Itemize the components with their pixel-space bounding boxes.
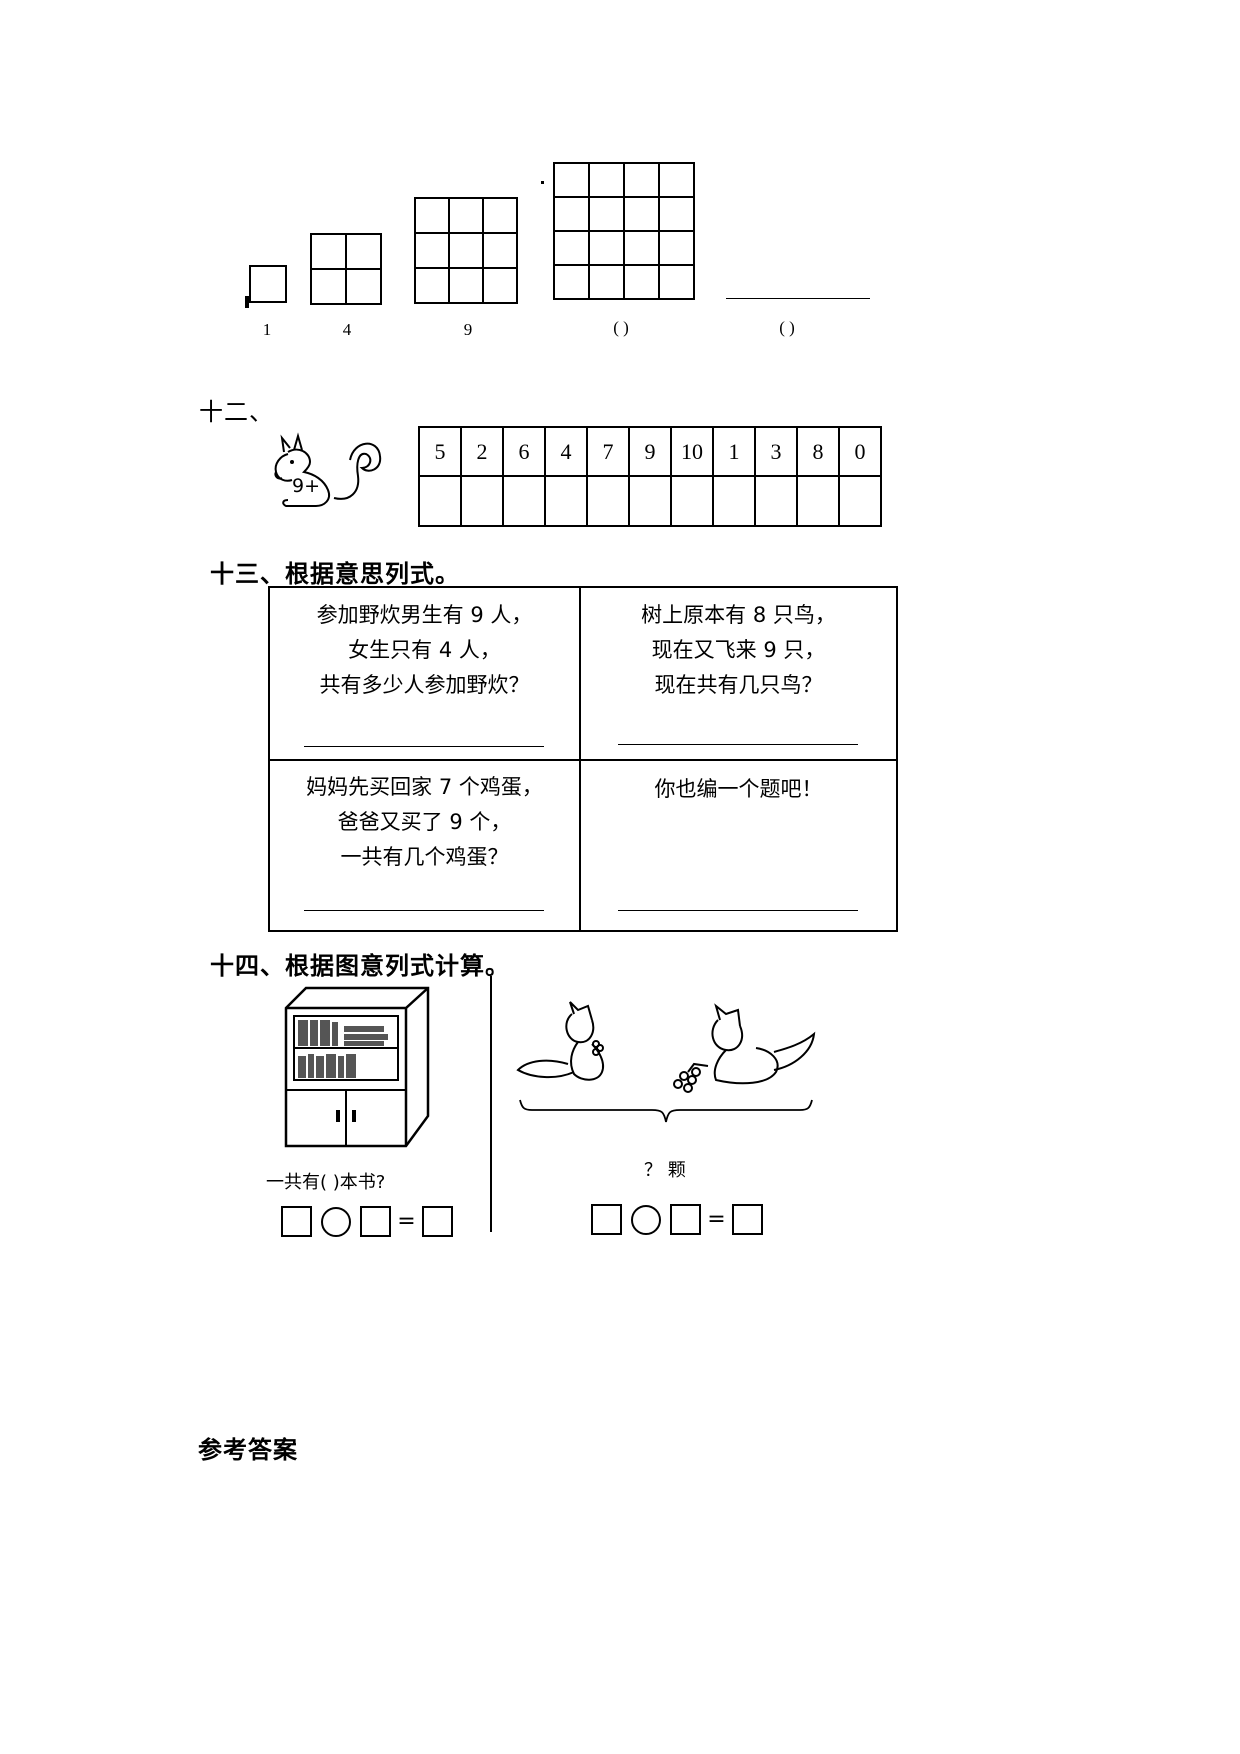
squirrel-label: 9+ bbox=[292, 475, 320, 497]
answer-line-4[interactable] bbox=[618, 910, 858, 911]
problem-2-line-3: 现在共有几只鸟？ bbox=[654, 673, 823, 697]
pattern-label-1: 1 bbox=[262, 320, 272, 339]
equation-box[interactable] bbox=[591, 1204, 622, 1235]
answer-line-1[interactable] bbox=[304, 746, 544, 747]
equation-right: = bbox=[591, 1204, 763, 1235]
section-12-title: 十二、 bbox=[199, 398, 274, 426]
answer-cell[interactable] bbox=[418, 475, 462, 527]
problem-cell-2: 树上原本有 8 只鸟， 现在又飞来 9 只， 现在共有几只鸟？ bbox=[581, 598, 896, 703]
section-14-title: 十四、根据图意列式计算。 bbox=[210, 952, 510, 980]
grapes-question: ？ 颗 bbox=[644, 1160, 686, 1181]
bookshelf-icon bbox=[284, 986, 430, 1148]
answers-title: 参考答案 bbox=[198, 1436, 298, 1464]
answer-cell[interactable] bbox=[670, 475, 714, 527]
operator-circle[interactable] bbox=[321, 1206, 352, 1237]
number-cell: 9 bbox=[628, 426, 672, 477]
answer-cell[interactable] bbox=[586, 475, 630, 527]
number-cell: 5 bbox=[418, 426, 462, 477]
problem-1-line-2: 女生只有 4 人， bbox=[348, 638, 501, 662]
problem-4-line-1: 你也编一个题吧！ bbox=[654, 777, 823, 801]
stray-dot bbox=[541, 181, 544, 184]
section-13-title: 十三、根据意思列式。 bbox=[210, 560, 460, 588]
problem-3-line-1: 妈妈先买回家 7 个鸡蛋， bbox=[306, 775, 543, 799]
number-cell: 0 bbox=[838, 426, 882, 477]
answer-cell[interactable] bbox=[754, 475, 798, 527]
number-cell: 7 bbox=[586, 426, 630, 477]
operator-circle[interactable] bbox=[631, 1204, 662, 1235]
equation-left: = bbox=[281, 1206, 453, 1237]
foxes-with-grapes-icon bbox=[516, 1001, 816, 1123]
problem-cell-4: 你也编一个题吧！ bbox=[581, 772, 896, 807]
word-problem-box: 参加野炊男生有 9 人， 女生只有 4 人， 共有多少人参加野炊？ 树上原本有 … bbox=[268, 586, 898, 932]
problem-1-line-3: 共有多少人参加野炊？ bbox=[319, 673, 530, 697]
equation-box[interactable] bbox=[670, 1204, 702, 1235]
answer-line-2[interactable] bbox=[618, 744, 858, 745]
answer-line-3[interactable] bbox=[304, 910, 544, 911]
bookshelf-question: 一共有( )本书? bbox=[266, 1172, 386, 1193]
answer-cell[interactable] bbox=[712, 475, 756, 527]
answer-cell[interactable] bbox=[796, 475, 840, 527]
answer-cell[interactable] bbox=[502, 475, 546, 527]
equation-box[interactable] bbox=[360, 1206, 392, 1237]
problem-2-line-2: 现在又飞来 9 只， bbox=[651, 638, 826, 662]
number-cell: 6 bbox=[502, 426, 546, 477]
number-cell: 3 bbox=[754, 426, 798, 477]
answer-cell[interactable] bbox=[838, 475, 882, 527]
number-cell: 10 bbox=[670, 426, 714, 477]
pattern-label-5[interactable]: ( ) bbox=[779, 318, 795, 337]
problem-3-line-2: 爸爸又买了 9 个， bbox=[337, 810, 512, 834]
equation-box[interactable] bbox=[281, 1206, 312, 1237]
equation-box[interactable] bbox=[421, 1206, 453, 1237]
answer-cell[interactable] bbox=[544, 475, 588, 527]
number-cell: 4 bbox=[544, 426, 588, 477]
pattern-figure-16 bbox=[553, 162, 695, 300]
problem-3-line-3: 一共有几个鸡蛋？ bbox=[340, 845, 509, 869]
problem-cell-3: 妈妈先买回家 7 个鸡蛋， 爸爸又买了 9 个， 一共有几个鸡蛋？ bbox=[270, 770, 579, 875]
problem-1-line-1: 参加野炊男生有 9 人， bbox=[316, 603, 533, 627]
number-cell: 1 bbox=[712, 426, 756, 477]
pattern-label-2: 4 bbox=[342, 320, 352, 339]
answer-cell[interactable] bbox=[628, 475, 672, 527]
number-cell: 2 bbox=[460, 426, 504, 477]
equals-sign: = bbox=[397, 1209, 416, 1234]
vertical-divider bbox=[490, 976, 492, 1232]
problem-cell-1: 参加野炊男生有 9 人， 女生只有 4 人， 共有多少人参加野炊？ bbox=[270, 598, 579, 703]
number-cell: 8 bbox=[796, 426, 840, 477]
pattern-label-4[interactable]: ( ) bbox=[613, 318, 629, 337]
pattern-blank-line bbox=[726, 298, 870, 299]
pattern-figure-4 bbox=[310, 233, 382, 305]
number-table: 5 2 6 4 7 9 10 1 3 8 0 bbox=[418, 426, 882, 527]
answer-cell[interactable] bbox=[460, 475, 504, 527]
problem-2-line-1: 树上原本有 8 只鸟， bbox=[641, 603, 836, 627]
pattern-label-3: 9 bbox=[463, 320, 473, 339]
equation-box[interactable] bbox=[731, 1204, 763, 1235]
pattern-figure-9 bbox=[414, 197, 518, 304]
equals-sign: = bbox=[707, 1207, 726, 1232]
squirrel-icon: 9+ bbox=[274, 432, 382, 507]
